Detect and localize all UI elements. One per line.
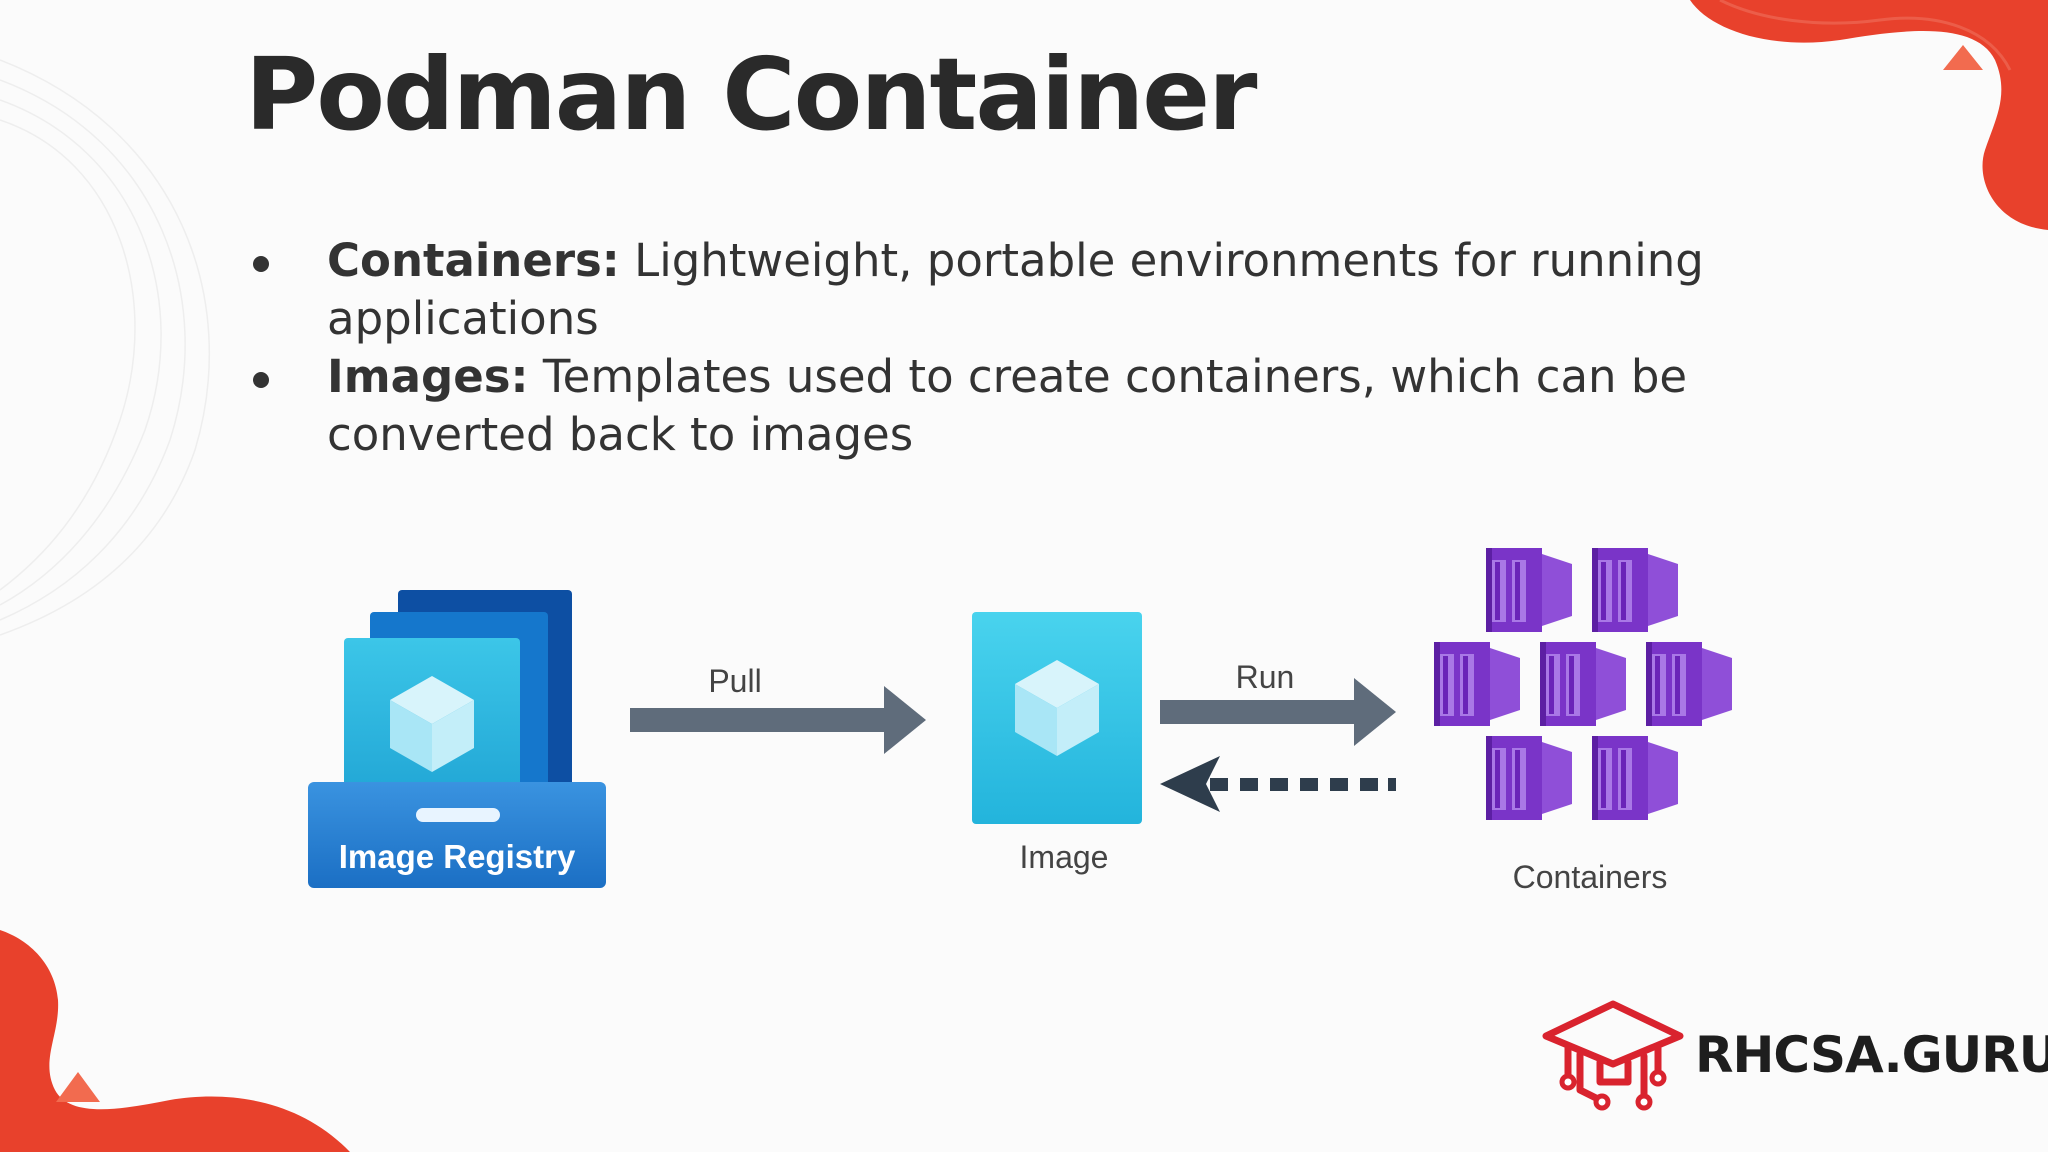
container-icon	[1486, 736, 1572, 820]
bullet-list: Containers: Lightweight, portable enviro…	[245, 232, 1725, 464]
container-icon	[1486, 548, 1572, 632]
top-right-blob	[1690, 0, 2048, 230]
pull-arrow	[630, 686, 926, 754]
triangle-icon	[1943, 45, 1983, 70]
bullet-text: Lightweight, portable environments for r…	[327, 234, 1704, 345]
bottom-left-blob	[0, 930, 350, 1152]
container-icon	[1434, 642, 1520, 726]
page-title: Podman Container	[245, 36, 1257, 153]
bullet-text: Templates used to create containers, whi…	[327, 350, 1688, 461]
bullet-item-images: Images: Templates used to create contain…	[245, 348, 1725, 464]
containers-cluster	[1434, 548, 1732, 820]
image-icon	[972, 612, 1142, 824]
pull-label: Pull	[708, 663, 761, 699]
bullet-item-containers: Containers: Lightweight, portable enviro…	[245, 232, 1725, 348]
container-icon	[1592, 736, 1678, 820]
container-icon	[1592, 548, 1678, 632]
run-arrow	[1160, 678, 1396, 746]
container-icon	[1540, 642, 1626, 726]
bullet-icon	[253, 372, 269, 388]
bullet-term: Containers:	[327, 234, 620, 287]
run-label: Run	[1236, 659, 1295, 695]
bullet-term: Images:	[327, 350, 529, 403]
containers-label: Containers	[1513, 859, 1668, 895]
brand-name: RHCSA.GURU	[1695, 1026, 2048, 1084]
image-label: Image	[1020, 839, 1109, 875]
registry-label: Image Registry	[339, 838, 576, 875]
bullet-icon	[253, 256, 269, 272]
container-icon	[1646, 642, 1732, 726]
triangle-icon	[56, 1072, 100, 1102]
image-registry-icon	[308, 590, 606, 888]
commit-arrow-dashed	[1160, 756, 1396, 812]
graduation-cap-circuit-icon	[1542, 1000, 1684, 1111]
